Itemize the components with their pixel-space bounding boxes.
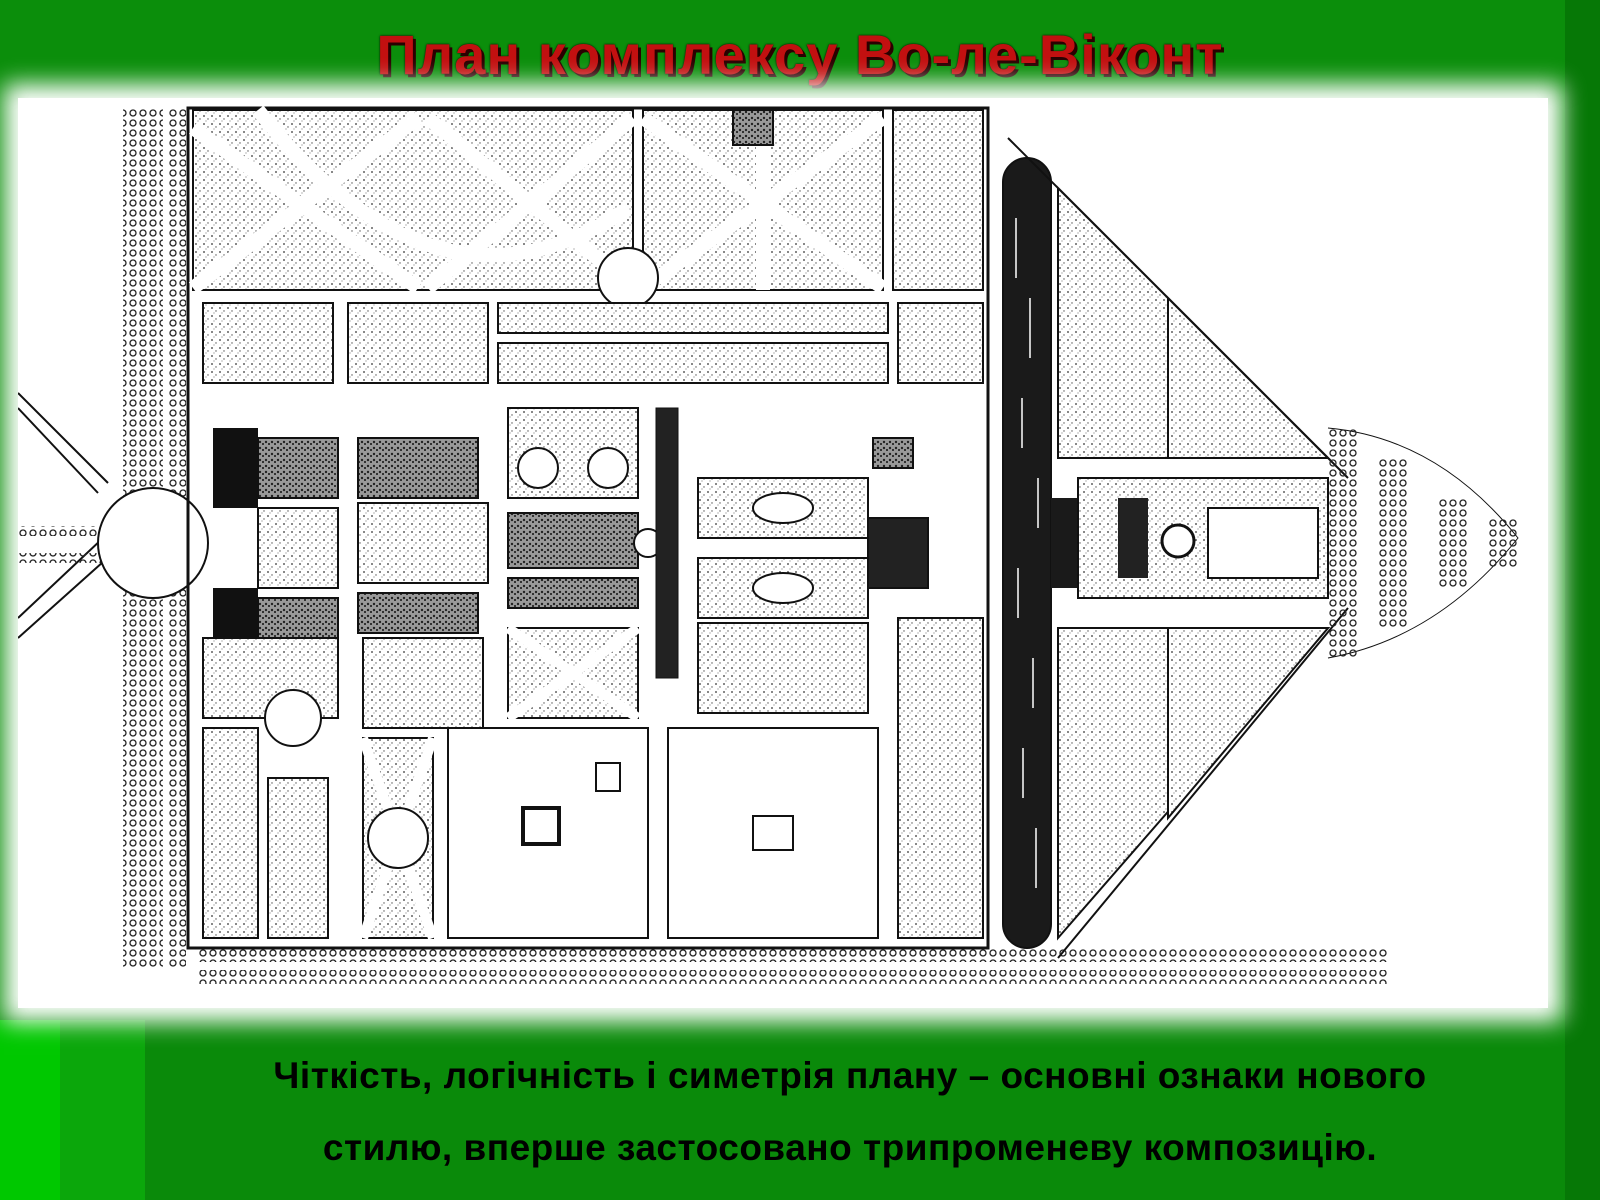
decor-stripe-left-inner bbox=[60, 1020, 145, 1200]
left-approach-roads bbox=[18, 392, 114, 639]
tree-alley-bottom-2 bbox=[198, 970, 1388, 984]
slide-title: План комплексу Во-ле-Віконт bbox=[376, 23, 1224, 86]
garden-outline bbox=[186, 106, 990, 950]
left-road-trees-2 bbox=[18, 553, 103, 563]
right-diagonal-road-top bbox=[1007, 137, 1349, 479]
slide-footer-background bbox=[0, 1020, 1600, 1200]
tree-alley-bottom-1 bbox=[198, 948, 1388, 962]
lower-left-rond-point bbox=[264, 689, 322, 747]
exedra-trees bbox=[1327, 427, 1519, 659]
left-road-trees-1 bbox=[18, 526, 103, 536]
basin-pavilion bbox=[872, 437, 914, 469]
upper-diagonal-paths bbox=[188, 105, 888, 294]
parterre-ovals bbox=[517, 447, 814, 604]
grotto-terrace bbox=[1077, 477, 1329, 599]
decor-stripe-right bbox=[1565, 0, 1600, 1200]
decor-stripe-left bbox=[0, 1020, 60, 1200]
square-basin bbox=[867, 517, 929, 589]
slide-caption: Чіткість, логічність і симетрія плану – … bbox=[145, 1040, 1555, 1184]
caption-line-2: стилю, вперше застосовано трипроменеву к… bbox=[322, 1127, 1378, 1168]
caption-line-1: Чіткість, логічність і симетрія плану – … bbox=[273, 1055, 1427, 1096]
upper-pavilion bbox=[732, 109, 774, 146]
garden-plan-figure bbox=[18, 98, 1548, 1008]
upper-rond-point bbox=[597, 247, 659, 309]
lower-rond-point bbox=[367, 807, 429, 869]
forecourt-circle bbox=[97, 487, 209, 599]
chateau bbox=[213, 428, 339, 668]
garden-plan-drawing bbox=[18, 105, 1519, 984]
right-diagonal-road-bottom bbox=[1057, 607, 1349, 959]
central-water-strip bbox=[655, 407, 679, 679]
open-lawns bbox=[447, 727, 879, 939]
middle-parterres bbox=[202, 302, 984, 384]
